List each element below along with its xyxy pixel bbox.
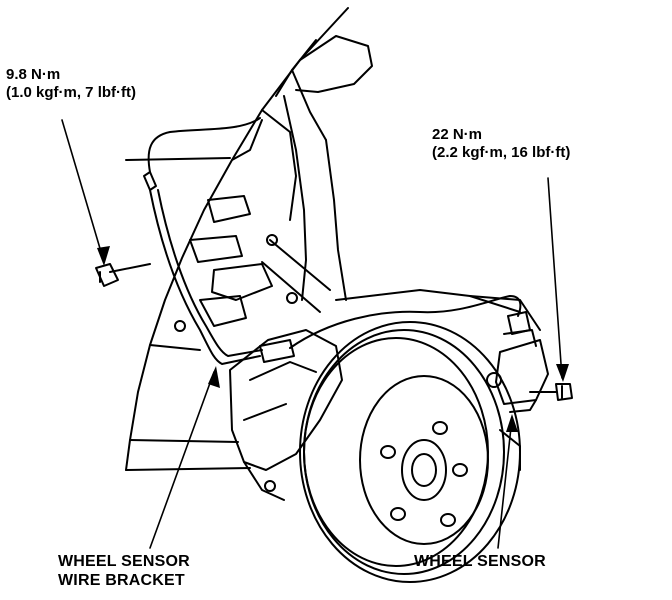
leader-bracket	[149, 371, 215, 549]
wire-bracket	[259, 339, 295, 363]
wheel-sensor-label-text: WHEEL SENSOR	[414, 553, 546, 570]
torque-right-detail: (2.2 kgf·m, 16 lbf·ft)	[432, 144, 571, 161]
knuckle-bolt	[264, 480, 276, 492]
wire-bracket-label-line1: WHEEL SENSOR	[58, 553, 190, 570]
leader-lines	[61, 119, 563, 549]
torque-left-value: 9.8 N·m	[6, 66, 61, 83]
wire-bracket-label-line2: WIRE BRACKET	[58, 572, 185, 590]
lug-stud	[380, 445, 396, 459]
torque-spec-right: 22 N·m (2.2 kgf·m, 16 lbf·ft)	[432, 126, 570, 162]
lug-stud	[432, 421, 448, 435]
hub-assembly	[229, 329, 343, 501]
strut-arm	[174, 95, 347, 332]
body-panel-lines	[125, 7, 373, 471]
bolt-left	[95, 263, 151, 287]
torque-right-value: 22 N·m	[432, 126, 483, 143]
arrowhead-torque-right	[556, 364, 569, 382]
arrowhead-torque-left	[97, 246, 110, 266]
lug-stud	[440, 513, 456, 527]
strut-bolt-lower	[286, 292, 298, 304]
strut-bolt-upper	[266, 234, 278, 246]
wire-bracket-label: WHEEL SENSOR WIRE BRACKET	[58, 552, 190, 590]
sensor-wire	[143, 117, 531, 365]
hub-center	[401, 439, 447, 501]
torque-left-detail: (1.0 kgf·m, 7 lbf·ft)	[6, 84, 136, 101]
wheel-sensor-label: WHEEL SENSOR	[414, 552, 546, 571]
leader-torque-left	[61, 119, 105, 263]
leader-sensor	[497, 417, 513, 549]
leader-torque-right	[547, 177, 563, 379]
arrowhead-bracket	[208, 366, 220, 388]
wheel-sensor	[486, 329, 549, 413]
lug-stud	[452, 463, 468, 477]
lug-stud	[390, 507, 406, 521]
mount-bolt	[174, 320, 186, 332]
torque-spec-left: 9.8 N·m (1.0 kgf·m, 7 lbf·ft)	[6, 66, 136, 102]
brake-disc	[299, 321, 521, 583]
bolt-right	[529, 383, 573, 401]
arrowhead-sensor	[506, 414, 518, 432]
